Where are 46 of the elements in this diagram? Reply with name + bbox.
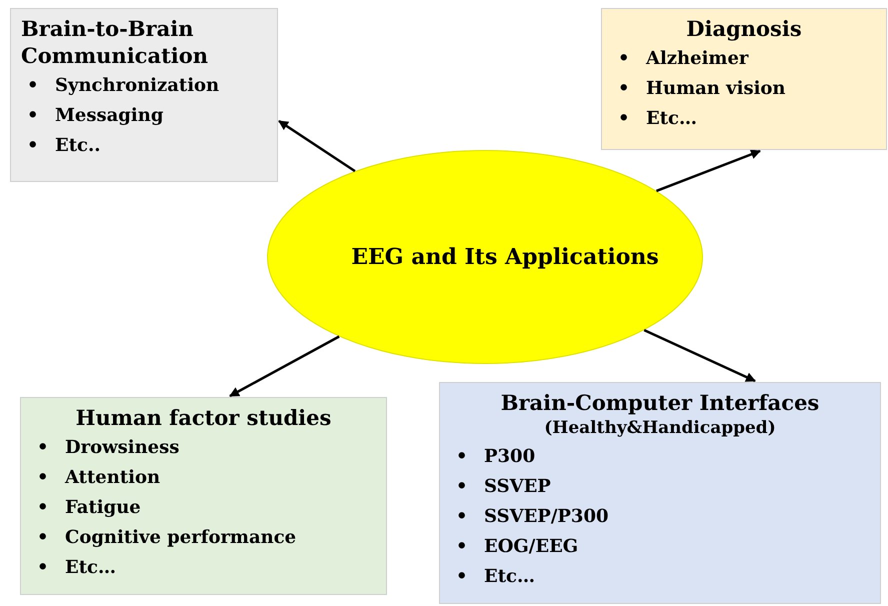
ellipse-label: EEG and Its Applications bbox=[351, 244, 659, 270]
bullet-item: Etc… bbox=[484, 565, 535, 589]
application-card bbox=[10, 8, 278, 182]
bullet-item: Etc.. bbox=[55, 134, 101, 158]
bullet-mark: • bbox=[27, 134, 39, 158]
card-subheading: (Healthy&Handicapped) bbox=[544, 417, 776, 440]
bullet-item: Human vision bbox=[646, 77, 786, 101]
bullet-mark: • bbox=[618, 77, 630, 101]
bullet-item: Etc… bbox=[646, 107, 697, 131]
bullet-item: SSVEP bbox=[484, 475, 551, 499]
bullet-mark: • bbox=[456, 505, 468, 529]
bullet-mark: • bbox=[456, 445, 468, 469]
arrow bbox=[229, 335, 340, 398]
bullet-mark: • bbox=[456, 535, 468, 559]
bullet-item: Messaging bbox=[55, 104, 164, 128]
bullet-mark: • bbox=[37, 526, 49, 550]
bullet-item: Alzheimer bbox=[646, 47, 748, 71]
bullet-mark: • bbox=[456, 475, 468, 499]
bullet-mark: • bbox=[618, 47, 630, 71]
bullet-item: EOG/EEG bbox=[484, 535, 578, 559]
card-heading: Brain-Computer Interfaces bbox=[500, 389, 820, 416]
application-card bbox=[439, 382, 881, 604]
bullet-mark: • bbox=[37, 496, 49, 520]
bullet-item: Cognitive performance bbox=[65, 526, 296, 550]
bullet-mark: • bbox=[37, 436, 49, 460]
bullet-item: Fatigue bbox=[65, 496, 141, 520]
arrow bbox=[278, 120, 356, 172]
card-heading: Human factor studies bbox=[76, 404, 332, 431]
bullet-item: Synchronization bbox=[55, 74, 220, 98]
card-heading: Diagnosis bbox=[686, 15, 802, 42]
bullet-mark: • bbox=[37, 466, 49, 490]
bullet-item: P300 bbox=[484, 445, 536, 469]
arrow bbox=[644, 328, 756, 382]
arrow bbox=[656, 150, 761, 192]
bullet-mark: • bbox=[618, 107, 630, 131]
application-card bbox=[20, 397, 387, 595]
application-card bbox=[601, 8, 887, 150]
card-heading: Brain-to-Brain Communication bbox=[21, 15, 210, 69]
bullet-mark: • bbox=[456, 565, 468, 589]
bullet-item: SSVEP/P300 bbox=[484, 505, 609, 529]
bullet-mark: • bbox=[37, 556, 49, 580]
bullet-item: Etc… bbox=[65, 556, 116, 580]
bullet-mark: • bbox=[27, 104, 39, 128]
bullet-item: Drowsiness bbox=[65, 436, 180, 460]
bullet-mark: • bbox=[27, 74, 39, 98]
bullet-item: Attention bbox=[65, 466, 160, 490]
